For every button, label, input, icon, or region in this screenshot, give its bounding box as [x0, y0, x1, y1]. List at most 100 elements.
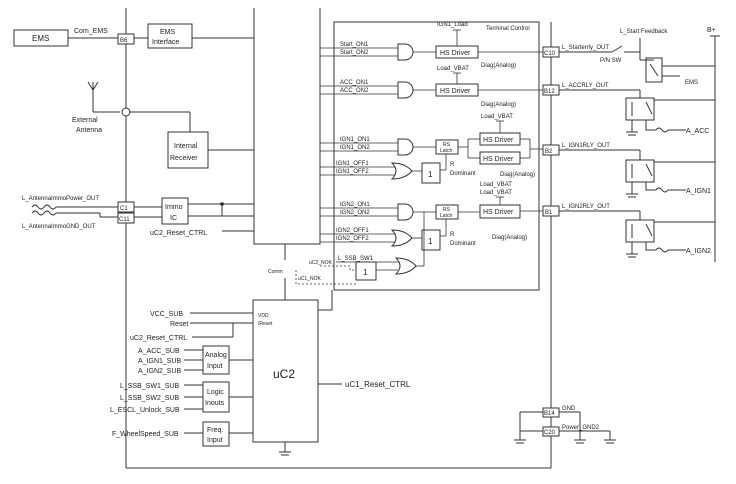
- svg-text:Start_ON2: Start_ON2: [340, 50, 369, 56]
- acc-and-gate: [397, 81, 414, 99]
- uc2-section: uC2 VDD /Reset uC1_Reset_CTRL VCC_SUB Re…: [110, 290, 411, 456]
- svg-text:IGN1_ON2: IGN1_ON2: [340, 145, 370, 151]
- svg-text:C10: C10: [544, 51, 556, 57]
- acc-output: [645, 120, 686, 133]
- svg-text:L_IGN2RLY_OUT: L_IGN2RLY_OUT: [562, 204, 610, 210]
- pn-switch-icon: [611, 45, 623, 53]
- svg-text:IGN2_OFF2: IGN2_OFF2: [336, 236, 369, 242]
- svg-text:Load_VBAT: Load_VBAT: [480, 190, 512, 196]
- ign2-or-block: [421, 229, 441, 251]
- svg-text:HS Driver: HS Driver: [440, 50, 471, 57]
- coil-icon: [31, 204, 57, 210]
- svg-text:Latch: Latch: [440, 148, 452, 154]
- svg-text:1: 1: [363, 268, 368, 277]
- svg-text:uC2_Reset_CTRL: uC2_Reset_CTRL: [130, 335, 187, 342]
- ign1-output: [645, 182, 686, 193]
- svg-text:R: R: [450, 162, 455, 168]
- svg-text:F_WheelSpeed_SUB: F_WheelSpeed_SUB: [112, 431, 179, 438]
- gnd-label: GND: [562, 406, 576, 412]
- svg-text:Internal: Internal: [174, 143, 198, 150]
- svg-text:C1: C1: [120, 206, 128, 212]
- svg-text:L_Start Feedback: L_Start Feedback: [620, 29, 668, 35]
- svg-text:A_IGN2: A_IGN2: [686, 248, 711, 255]
- power-gnd2-label: Power_GND2: [562, 425, 600, 431]
- svg-text:RS: RS: [443, 142, 451, 148]
- pin-b6: [117, 33, 135, 45]
- ign1-or-block: [421, 162, 441, 184]
- terminal-control-title: Terminal Control: [486, 26, 530, 32]
- svg-text:A_IGN2_SUB: A_IGN2_SUB: [138, 368, 182, 375]
- antenna-section: External Antenna Internal Receiver: [72, 81, 254, 169]
- svg-text:Input: Input: [207, 363, 223, 370]
- svg-text:HS Driver: HS Driver: [440, 88, 471, 95]
- svg-text:L_SSB_SW2_SUB: L_SSB_SW2_SUB: [120, 395, 179, 402]
- svg-text:HS Driver: HS Driver: [483, 156, 514, 163]
- svg-text:Freq.: Freq.: [207, 427, 223, 434]
- svg-text:L_Starterrly_OUT: L_Starterrly_OUT: [562, 45, 609, 51]
- svg-text:Input: Input: [207, 437, 223, 444]
- svg-text:Diag(Analog): Diag(Analog): [481, 102, 516, 108]
- svg-text:Analog: Analog: [205, 352, 227, 359]
- uc1-block: Comm: [253, 8, 321, 300]
- svg-text:IGN1_OFF2: IGN1_OFF2: [336, 169, 369, 175]
- ems-interface-box: [147, 23, 193, 49]
- svg-text:L_SSB_SW1_SUB: L_SSB_SW1_SUB: [120, 383, 179, 390]
- svg-text:IGN1_ON1: IGN1_ON1: [340, 137, 370, 143]
- svg-text:EMS: EMS: [685, 80, 698, 86]
- terminal-control-box: [333, 21, 540, 291]
- svg-text:A_IGN1_SUB: A_IGN1_SUB: [138, 358, 182, 365]
- svg-text:Logic: Logic: [207, 389, 224, 396]
- svg-text:Inouts: Inouts: [205, 400, 225, 407]
- svg-text:IGN2_ON1: IGN2_ON1: [340, 202, 370, 208]
- svg-text:IGN1_Load: IGN1_Load: [437, 22, 468, 28]
- immo-section: L_AntennaImmoPower_OUT L_AntennaImmoGND_…: [22, 196, 254, 237]
- svg-text:ACC_ON1: ACC_ON1: [340, 80, 369, 86]
- svg-text:Diag(Analog): Diag(Analog): [492, 235, 527, 241]
- antenna-power-label: L_AntennaImmoPower_OUT: [22, 196, 99, 202]
- start-and-gate: [397, 43, 414, 61]
- logic-input-box: [202, 381, 230, 413]
- b-plus-label: B+: [707, 27, 716, 34]
- ign1-and-gate: [397, 138, 414, 156]
- svg-text:Load_VBAT: Load_VBAT: [480, 182, 512, 188]
- svg-text:ACC_ON2: ACC_ON2: [340, 88, 369, 94]
- ign1-off-or-gate: [390, 162, 413, 180]
- antenna-connector: [121, 107, 131, 117]
- svg-text:Load_VBAT: Load_VBAT: [437, 66, 469, 72]
- relay-section: L_Start Feedback B+ C10 L_Starterrly_OUT…: [514, 27, 720, 444]
- svg-text:IGN2_OFF1: IGN2_OFF1: [336, 228, 369, 234]
- svg-text:Load_VBAT: Load_VBAT: [481, 114, 513, 120]
- svg-text:R: R: [450, 232, 455, 238]
- svg-text:B14: B14: [544, 411, 555, 417]
- internal-receiver-box: [167, 131, 209, 169]
- analog-input-box: [202, 345, 230, 375]
- svg-text:B1: B1: [545, 210, 553, 216]
- svg-text:Receiver: Receiver: [170, 155, 198, 162]
- svg-text:/Reset: /Reset: [258, 321, 273, 327]
- ssb-or-gate: [394, 257, 417, 275]
- svg-text:A_ACC: A_ACC: [686, 128, 709, 135]
- svg-text:RS: RS: [443, 207, 451, 213]
- terminal-control-section: Terminal Control IGN1_Load Start_ON1 Sta…: [295, 21, 543, 291]
- svg-text:L_SSB_SW1: L_SSB_SW1: [338, 256, 374, 262]
- ign2-hs-driver: [479, 204, 521, 219]
- svg-text:C11: C11: [119, 217, 130, 223]
- module-outline: [125, 8, 552, 469]
- uc2-label: uC2: [273, 367, 295, 381]
- svg-text:VDD: VDD: [258, 313, 269, 319]
- svg-text:B2: B2: [545, 149, 553, 155]
- svg-text:A_ACC_SUB: A_ACC_SUB: [138, 348, 180, 355]
- uc2-box: [252, 299, 319, 443]
- svg-text:uC1_NOK: uC1_NOK: [298, 276, 321, 282]
- svg-text:HS Driver: HS Driver: [483, 209, 514, 216]
- svg-text:IC: IC: [170, 215, 177, 222]
- comm-label: Comm: [268, 269, 283, 275]
- svg-text:Start_ON1: Start_ON1: [340, 42, 369, 48]
- svg-text:L_IGN1RLY_OUT: L_IGN1RLY_OUT: [562, 143, 610, 149]
- ems-section: EMS Com_EMS B6 EMS Interface: [13, 23, 254, 49]
- com-ems-label: Com_EMS: [74, 28, 108, 35]
- svg-text:VCC_SUB: VCC_SUB: [150, 311, 183, 318]
- svg-text:Immo: Immo: [165, 204, 183, 211]
- immo-ic-box: [161, 197, 189, 225]
